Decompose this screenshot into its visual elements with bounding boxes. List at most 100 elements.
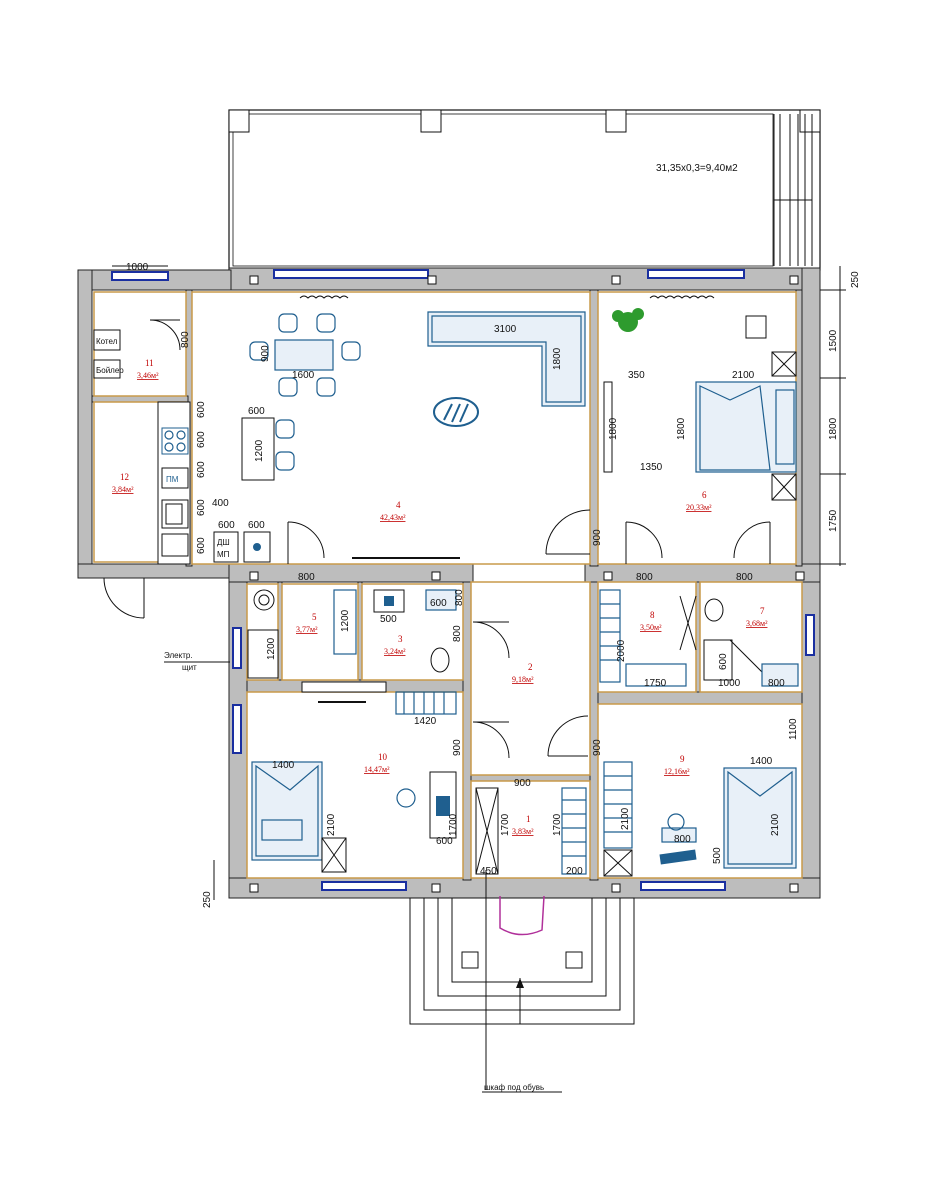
bed	[695, 381, 797, 473]
dim-r9-2100a: 2100	[620, 807, 631, 830]
pm-label: ПМ	[166, 475, 179, 484]
room-9: 1400 2100 2100 800 500 1100 9 12,16м²	[603, 718, 799, 877]
stove-icon	[161, 427, 189, 455]
mp-label: МП	[217, 550, 230, 559]
room-12-area: 3,84м²	[112, 485, 134, 494]
dim-kitchen-600a: 600	[196, 401, 207, 418]
dim-dining-1600: 1600	[292, 370, 315, 381]
column-markers	[249, 275, 805, 893]
dim-r5-1200b: 1200	[340, 609, 351, 632]
electro-label-2: щит	[182, 663, 197, 672]
dim-r1-1700b: 1700	[552, 813, 563, 836]
dim-sofa-1800: 1800	[552, 347, 563, 370]
room-8: 2000 1750 8 3,50м²	[599, 589, 697, 689]
room-4: 1600 900 600 1200 3100 1800 4	[241, 295, 715, 564]
dim-bed6-1800b: 1800	[676, 417, 687, 440]
room-6-area: 20,33м²	[686, 503, 712, 512]
room-3-num: 3	[398, 634, 403, 644]
room-5-num: 5	[312, 612, 317, 622]
dim-r10-600: 600	[436, 836, 453, 847]
room-7: 1000 800 600 7 3,68м²	[703, 598, 799, 689]
dim-door-900a: 900	[592, 529, 603, 546]
dim-bar-600: 600	[248, 406, 265, 417]
room-10: 1400 2100 1700 600 10 14,47м²	[251, 752, 459, 873]
room-6: 350 2100 1800 1800 1350 6 20,33м²	[603, 308, 797, 564]
dim-boiler-800: 800	[180, 331, 191, 348]
shoe-cabinet-label: шкаф под обувь	[484, 1083, 544, 1092]
dim-r7-1000: 1000	[718, 678, 741, 689]
dim-r10-2100: 2100	[326, 813, 337, 836]
room-outlines	[93, 291, 803, 879]
right-dimensions: 250 1500 1800 1750	[820, 266, 861, 566]
room-6-num: 6	[702, 490, 707, 500]
dim-bed6-1800a: 1800	[608, 417, 619, 440]
room-8-area: 3,50м²	[640, 623, 662, 632]
dim-kitchen-600f: 600	[218, 520, 235, 531]
room-7-num: 7	[760, 606, 765, 616]
bar-counter: 600 1200	[241, 406, 295, 481]
room-5-area: 3,77м²	[296, 625, 318, 634]
room-12: ПМ 600 600 600 600 600 400 12 3,84м²	[112, 401, 229, 565]
dim-1500: 1500	[828, 329, 839, 352]
dim-bed6-2100: 2100	[732, 370, 755, 381]
coffee-table	[433, 397, 479, 427]
electro-label-1: Электр.	[164, 651, 193, 660]
dim-kitchen-600g: 600	[248, 520, 265, 531]
bed-room-10	[251, 761, 323, 861]
dim-r1-200: 200	[566, 866, 583, 877]
dim-r8-1750: 1750	[644, 678, 667, 689]
dim-r1-1700a: 1700	[500, 813, 511, 836]
room-11-area: 3,46м²	[137, 371, 159, 380]
terrace: 31,35х0,3=9,40м2	[228, 109, 821, 271]
room-7-area: 3,68м²	[746, 619, 768, 628]
dim-bed6-1350: 1350	[640, 462, 663, 473]
dim-r9-800: 800	[674, 834, 691, 845]
room-11-num: 11	[145, 358, 154, 368]
sink-icon	[161, 499, 189, 529]
sofa: 3100 1800	[427, 311, 586, 407]
dim-window-1000: 1000	[126, 262, 149, 273]
room-2: 900 900 2 9,18м²	[452, 621, 603, 759]
dim-r3-800b: 800	[452, 625, 463, 642]
dim-250-bottom: 250	[202, 891, 213, 908]
dsh-label: ДШ	[217, 538, 230, 547]
room-5: 1200 1200 5 3,77м²	[247, 589, 357, 679]
dim-r9-2100b: 2100	[770, 813, 781, 836]
room-3-area: 3,24м²	[384, 647, 406, 656]
room-2-area: 9,18м²	[512, 675, 534, 684]
desk-chair	[396, 771, 457, 839]
room-1-num: 1	[526, 814, 531, 824]
dim-r1-900: 900	[514, 778, 531, 789]
dim-door-800c: 800	[736, 572, 753, 583]
dim-door-800b: 800	[636, 572, 653, 583]
dim-door-800a: 800	[298, 572, 315, 583]
dim-kitchen-600d: 600	[196, 499, 207, 516]
dim-kitchen-400: 400	[212, 498, 229, 509]
dim-r7-600: 600	[718, 653, 729, 670]
desk-room-9	[659, 813, 697, 865]
boiler-label: Бойлер	[96, 366, 124, 375]
dim-bed6-350: 350	[628, 370, 645, 381]
terrace-area-label: 31,35х0,3=9,40м2	[656, 163, 738, 174]
room-12-num: 12	[120, 472, 129, 482]
room-9-area: 12,16м²	[664, 767, 690, 776]
dim-r3-800: 800	[454, 589, 465, 606]
plant-icon	[612, 308, 644, 332]
dim-bar-1200: 1200	[254, 439, 265, 462]
room-10-num: 10	[378, 752, 388, 762]
appliance-row: ДШ МП 600 600	[213, 520, 271, 563]
room-11: Котел Бойлер 800 11 3,46м²	[93, 319, 191, 380]
dim-r3-500: 500	[380, 614, 397, 625]
dim-r10-1400: 1400	[272, 760, 295, 771]
room-4-area: 42,43м²	[380, 513, 406, 522]
dim-r5-1200: 1200	[266, 637, 277, 660]
room-8-num: 8	[650, 610, 655, 620]
kotel-label: Котел	[96, 337, 118, 346]
dim-250-top: 250	[850, 271, 861, 288]
dim-door-900c: 900	[592, 739, 603, 756]
dim-dining-900: 900	[260, 345, 271, 362]
dim-kitchen-600e: 600	[196, 537, 207, 554]
dim-r7-800: 800	[768, 678, 785, 689]
dim-r3-600: 600	[430, 598, 447, 609]
dining-set: 1600 900	[249, 313, 361, 397]
